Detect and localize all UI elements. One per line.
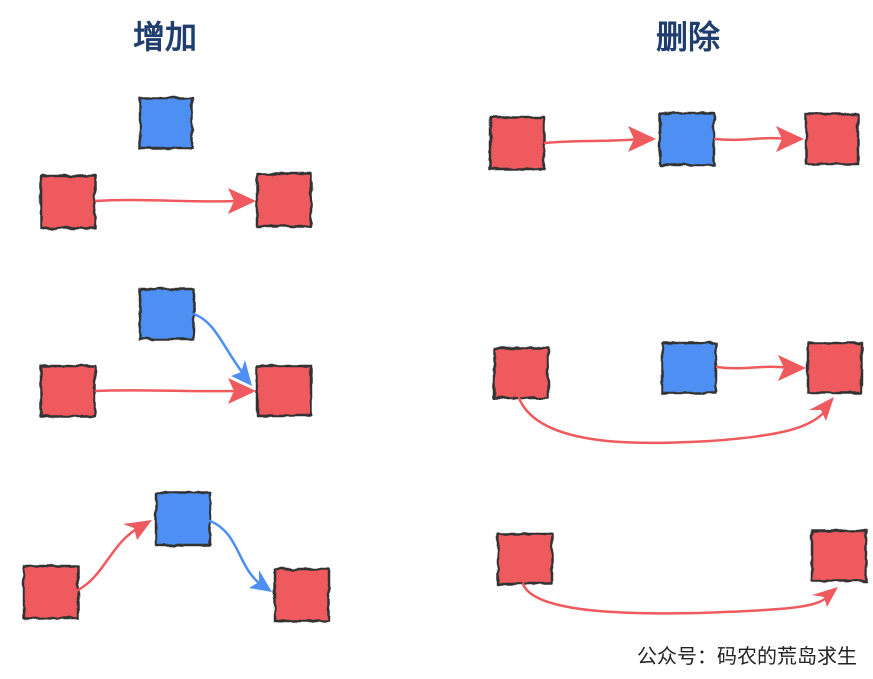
add-step-2 <box>39 287 313 418</box>
list-node-a <box>39 174 97 230</box>
delete-step-2 <box>492 341 864 445</box>
list-node-a <box>22 564 80 620</box>
target-node <box>658 111 716 167</box>
arrow-head <box>809 397 834 421</box>
arrow-head <box>776 126 804 152</box>
list-node-a <box>492 346 550 400</box>
list-node-b <box>255 172 313 228</box>
new-node <box>154 491 212 547</box>
watermark-footer: 公众号：码农的荒岛求生 <box>637 644 857 668</box>
list-node-b <box>810 529 868 583</box>
arrow-head <box>249 570 272 592</box>
link-arrow <box>713 136 790 142</box>
arrow-head <box>123 520 152 540</box>
list-node-a <box>39 364 97 418</box>
list-node-b <box>806 341 864 395</box>
list-node-b <box>804 112 860 166</box>
list-node-a <box>488 115 546 171</box>
arrow-head <box>778 355 806 381</box>
link-arrow <box>76 526 140 592</box>
new-link-arrow <box>192 312 244 374</box>
list-node-b <box>273 567 331 623</box>
link-arrow <box>543 137 642 145</box>
add-step-1 <box>39 96 313 230</box>
new-node <box>138 96 194 150</box>
link-arrow <box>94 198 242 203</box>
arrow-head <box>812 587 838 607</box>
new-link-arrow <box>208 519 260 584</box>
add-title: 增加 <box>133 18 198 56</box>
add-step-3 <box>22 491 331 623</box>
target-node <box>660 341 718 395</box>
delete-step-1 <box>488 111 860 171</box>
bypass-arrow <box>521 582 828 615</box>
arrow-head <box>228 188 256 214</box>
delete-step-3 <box>496 529 868 615</box>
arrow-head <box>228 378 256 404</box>
list-node-a <box>496 532 554 586</box>
arrow-head <box>231 360 252 386</box>
link-arrow <box>94 389 242 393</box>
new-node <box>138 287 196 341</box>
list-node-b <box>255 364 313 418</box>
delete-title: 删除 <box>656 18 721 56</box>
bypass-arrow <box>517 396 828 445</box>
link-arrow <box>715 365 792 370</box>
arrow-head <box>628 126 656 152</box>
